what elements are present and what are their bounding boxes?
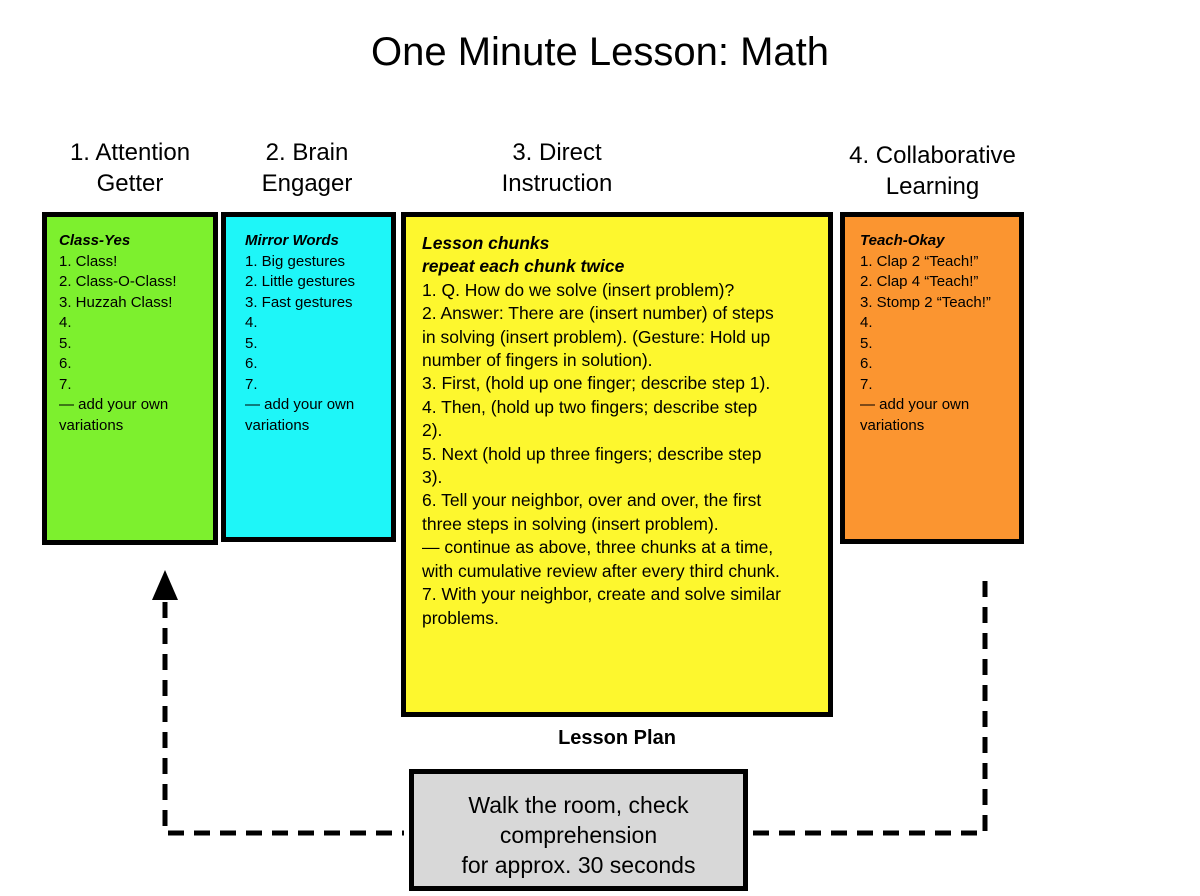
heading-line: 4. Collaborative bbox=[849, 142, 1016, 169]
heading-collaborative-learning: 4. Collaborative Learning bbox=[825, 140, 1040, 202]
box-list: 1. Q. How do we solve (insert problem)? … bbox=[422, 279, 818, 630]
list-item: 7. bbox=[860, 375, 873, 393]
list-item: 7. bbox=[59, 375, 72, 393]
list-item: 1. Clap 2 “Teach!” bbox=[860, 252, 979, 270]
list-item: variations bbox=[860, 416, 925, 434]
list-item: 2. Clap 4 “Teach!” bbox=[860, 273, 979, 290]
list-item: 3. Fast gestures bbox=[245, 293, 353, 311]
list-item: 7. bbox=[245, 375, 258, 393]
list-item: 2. Little gestures bbox=[245, 273, 356, 290]
heading-line: 3. Direct bbox=[512, 139, 602, 166]
list-item: 4. bbox=[245, 314, 258, 331]
attention-getter-box: Class-Yes 1. Class! 2. Class-O-Class! 3.… bbox=[42, 212, 218, 545]
box-list: 1. Clap 2 “Teach!” 2. Clap 4 “Teach!” 3.… bbox=[860, 252, 1009, 437]
list-item: problems. bbox=[422, 607, 499, 628]
walk-line: Walk the room, check bbox=[468, 792, 689, 818]
heading-line: Instruction bbox=[501, 170, 613, 197]
list-item: variations bbox=[59, 416, 124, 434]
direct-instruction-box: Lesson chunks repeat each chunk twice 1.… bbox=[401, 212, 833, 717]
list-item: 2. Class-O-Class! bbox=[59, 273, 177, 290]
heading-line: Learning bbox=[885, 173, 980, 200]
list-item: three steps in solving (insert problem). bbox=[422, 513, 719, 534]
list-item: 5. bbox=[59, 334, 72, 352]
list-item: 7. With your neighbor, create and solve … bbox=[422, 584, 781, 605]
list-item: — add your own bbox=[860, 396, 970, 413]
list-item: 1. Class! bbox=[59, 252, 118, 270]
list-item: variations bbox=[245, 416, 310, 434]
heading-direct-instruction: 3. Direct Instruction bbox=[457, 137, 657, 199]
dashed-line-right bbox=[753, 578, 988, 836]
list-item: 3. First, (hold up one finger; describe … bbox=[422, 373, 771, 394]
box-title: Mirror Words bbox=[245, 232, 339, 249]
walk-line: comprehension bbox=[499, 822, 658, 848]
list-item: 6. Tell your neighbor, over and over, th… bbox=[422, 490, 762, 511]
box-subtitle: repeat each chunk twice bbox=[422, 256, 625, 277]
list-item: 3). bbox=[422, 467, 443, 488]
heading-line: Getter bbox=[96, 170, 164, 197]
box-title: Lesson chunks bbox=[422, 233, 550, 253]
heading-attention-getter: 1. Attention Getter bbox=[40, 137, 220, 199]
list-item: 6. bbox=[59, 355, 72, 372]
list-item: 3. Huzzah Class! bbox=[59, 293, 173, 311]
list-item: 6. bbox=[245, 355, 258, 372]
dashed-line-left bbox=[162, 602, 404, 836]
list-item: in solving (insert problem). (Gesture: H… bbox=[422, 326, 771, 347]
list-item: 4. bbox=[860, 314, 873, 331]
brain-engager-box: Mirror Words 1. Big gestures 2. Little g… bbox=[221, 212, 396, 542]
box-title: Teach-Okay bbox=[860, 232, 945, 249]
arrowhead-up-icon bbox=[152, 570, 178, 600]
walk-line: for approx. 30 seconds bbox=[461, 852, 696, 878]
list-item: with cumulative review after every third… bbox=[422, 560, 780, 581]
list-item: 5. bbox=[860, 334, 873, 352]
box-title: Class-Yes bbox=[59, 232, 131, 249]
page-title: One Minute Lesson: Math bbox=[370, 30, 830, 74]
list-item: 4. bbox=[59, 314, 72, 331]
walk-the-room-box: Walk the room, check comprehension for a… bbox=[409, 769, 748, 891]
list-item: — add your own bbox=[59, 396, 169, 413]
list-item: 2). bbox=[422, 420, 443, 441]
list-item: 5. bbox=[245, 334, 258, 352]
list-item: 4. Then, (hold up two fingers; describe … bbox=[422, 396, 758, 417]
list-item: 5. Next (hold up three fingers; describe… bbox=[422, 443, 762, 464]
list-item: — continue as above, three chunks at a t… bbox=[422, 537, 774, 558]
heading-line: 1. Attention bbox=[69, 139, 191, 166]
heading-line: Engager bbox=[261, 170, 353, 197]
list-item: number of fingers in solution). bbox=[422, 350, 653, 371]
box-list: 1. Class! 2. Class-O-Class! 3. Huzzah Cl… bbox=[59, 252, 203, 437]
heading-brain-engager: 2. Brain Engager bbox=[222, 137, 392, 199]
box-list: 1. Big gestures 2. Little gestures 3. Fa… bbox=[245, 252, 381, 437]
list-item: 1. Big gestures bbox=[245, 252, 346, 270]
lesson-plan-label: Lesson Plan bbox=[558, 727, 676, 749]
list-item: 6. bbox=[860, 355, 873, 372]
heading-line: 2. Brain bbox=[265, 139, 349, 166]
list-item: 1. Q. How do we solve (insert problem)? bbox=[422, 279, 735, 300]
list-item: 2. Answer: There are (insert number) of … bbox=[422, 303, 774, 324]
list-item: — add your own bbox=[245, 396, 355, 413]
list-item: 3. Stomp 2 “Teach!” bbox=[860, 293, 991, 311]
collaborative-learning-box: Teach-Okay 1. Clap 2 “Teach!” 2. Clap 4 … bbox=[840, 212, 1024, 544]
